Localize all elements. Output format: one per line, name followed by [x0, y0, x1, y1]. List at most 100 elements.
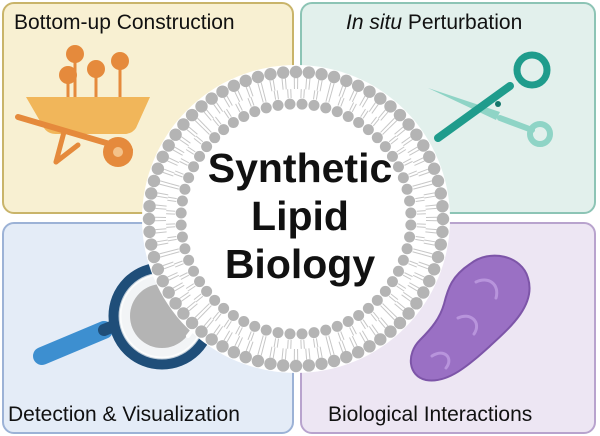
lipid-tail: [179, 272, 188, 278]
lipid-tail: [173, 173, 183, 178]
lipid-head: [308, 99, 320, 111]
lipid-tail: [415, 199, 425, 203]
lipid-head: [401, 183, 413, 195]
lipid-head: [147, 250, 161, 264]
lipid-tail: [160, 180, 171, 185]
lipid-head: [417, 286, 430, 299]
lipid-head: [156, 150, 169, 164]
lipid-tail: [173, 260, 183, 265]
lipid-tail: [223, 330, 231, 341]
lipid-tail: [415, 238, 425, 242]
lipid-head: [392, 265, 404, 277]
lipid-head: [176, 231, 188, 243]
lipid-tail: [155, 231, 167, 234]
lipid-tail: [413, 186, 423, 190]
lipid-tail: [155, 207, 167, 210]
lipid-tail: [414, 160, 425, 166]
lipid-tail: [216, 102, 224, 112]
lipid-head: [185, 316, 199, 330]
lipid-tail: [197, 117, 206, 127]
lipid-tail: [361, 97, 369, 108]
lipid-head: [353, 117, 365, 129]
lipid-head: [142, 212, 156, 226]
lipid-tail: [402, 274, 412, 280]
lipid-tail: [170, 183, 180, 187]
lipid-tail: [179, 291, 189, 299]
lipid-tail: [175, 263, 184, 268]
lipid-head: [143, 225, 156, 239]
lipid-tail: [349, 337, 355, 348]
lipid-tail: [186, 129, 196, 138]
lipid-tail: [316, 79, 320, 91]
lipid-head: [362, 124, 374, 136]
lipid-tail: [167, 272, 178, 278]
lipid-tail: [315, 90, 319, 100]
lipid-tail: [337, 332, 342, 342]
lipid-tail: [257, 344, 262, 355]
lipid-tail: [414, 272, 425, 278]
wheelbarrow-icon: [15, 45, 150, 167]
lipid-tail: [362, 110, 369, 119]
lipid-tail: [418, 261, 430, 267]
label-perturbation: Perturbation: [402, 11, 523, 34]
lipid-head: [145, 187, 158, 200]
lipid-tail: [330, 344, 335, 355]
lipid-head: [397, 254, 409, 266]
lipid-head: [195, 100, 208, 113]
lipid-tail: [413, 248, 423, 252]
lipid-head: [431, 174, 445, 188]
lipid-head: [340, 350, 353, 364]
lipid-tail: [163, 168, 175, 174]
lipid-tail: [273, 90, 277, 100]
lipid-tail: [308, 78, 311, 90]
lipid-tail: [248, 85, 254, 97]
lipid-molecule: [66, 45, 84, 100]
lipid-head: [289, 359, 303, 373]
lipid-head: [156, 274, 169, 288]
lipid-tail: [235, 325, 241, 335]
lipid-tail: [213, 104, 221, 114]
lipid-head: [371, 132, 383, 144]
protein-blob-icon: [410, 254, 531, 382]
lipid-tail: [359, 332, 366, 343]
lipid-head: [327, 354, 341, 368]
lipid-tail: [260, 344, 265, 356]
lipid-head: [179, 183, 191, 195]
lipid-head: [227, 117, 239, 129]
lipid-tail: [223, 97, 231, 108]
title-line-biology: Biology: [224, 241, 376, 287]
lipid-tail: [206, 109, 215, 119]
lipid-head: [393, 316, 407, 330]
lipid-tail: [351, 103, 357, 113]
lipid-tail: [237, 337, 243, 348]
label-biological-interactions: Biological Interactions: [328, 403, 533, 426]
lipid-head: [169, 128, 182, 141]
lipid-tail: [303, 89, 305, 99]
lipid-tail: [303, 339, 305, 349]
lipid-tail: [412, 251, 422, 255]
lipid-head: [405, 207, 417, 219]
lipid-head: [183, 172, 195, 184]
lipid-tail: [349, 327, 355, 336]
lipid-tail: [187, 285, 196, 292]
lipid-tail: [394, 126, 404, 135]
lipid-tail: [408, 170, 417, 175]
lipid-tail: [168, 157, 180, 164]
lipid-head: [260, 102, 272, 114]
lipid-tail: [416, 226, 426, 228]
lipid-tail: [272, 347, 276, 359]
lipid-tail: [408, 263, 417, 268]
lipid-tail: [337, 96, 342, 106]
lipid-tail: [371, 324, 379, 334]
lipid-tail: [181, 294, 191, 302]
lipid-tail: [156, 239, 168, 243]
lipid-tail: [370, 116, 377, 125]
lipid-tail: [204, 305, 212, 313]
lipid-tail: [305, 78, 308, 90]
lipid-tail: [169, 186, 179, 190]
lipid-head: [384, 325, 397, 338]
lipid-head: [276, 359, 290, 372]
lipid-tail: [401, 136, 411, 144]
lipid-head: [251, 354, 265, 368]
lipid-tail: [312, 338, 316, 348]
